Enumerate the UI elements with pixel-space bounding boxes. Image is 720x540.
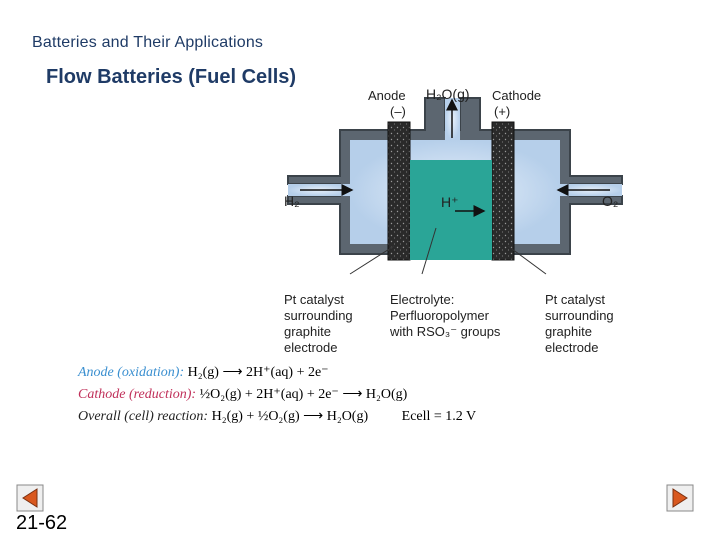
anode-equation: Anode (oxidation): H₂(g) ⟶ 2H⁺(aq) + 2e⁻ [78,364,329,381]
cathode-label: Cathode [492,88,542,103]
anode-tag: Anode (oxidation): [78,365,185,380]
next-slide-button[interactable] [666,484,694,512]
electrolyte-membrane [410,160,492,260]
next-arrow-icon [666,484,694,512]
cathode-tag: Cathode (reduction): [78,387,197,402]
oxygen-inlet-label: O₂ [602,193,619,209]
fuel-cell-diagram [287,97,623,275]
overall-reaction: H₂(g) + ½O₂(g) ⟶ H₂O(g) [211,409,369,424]
hydrogen-inlet-label: H₂ [284,193,300,209]
previous-arrow-icon [16,484,44,512]
slide-number: 21-62 [16,512,68,534]
anode-label: Anode [368,88,406,103]
outlet-label: H₂O(g) [426,86,470,102]
section-title: Flow Batteries (Fuel Cells) [46,66,297,88]
cathode-sign: (+) [494,104,511,119]
cathode-reaction: ½O₂(g) + 2H⁺(aq) + 2e⁻ ⟶ H₂O(g) [199,387,408,402]
overall-tag: Overall (cell) reaction: [78,409,209,424]
cell-potential: Ecell = 1.2 V [401,409,477,424]
cathode-electrode [491,121,515,261]
previous-slide-button[interactable] [16,484,44,512]
chapter-title: Batteries and Their Applications [32,34,264,51]
anode-sign: (–) [390,104,406,119]
proton-label: H⁺ [441,194,459,210]
overall-equation: Overall (cell) reaction: H₂(g) + ½O₂(g) … [78,408,476,425]
anode-electrode [387,121,411,261]
anode-reaction: H₂(g) ⟶ 2H⁺(aq) + 2e⁻ [187,365,329,380]
cathode-equation: Cathode (reduction): ½O₂(g) + 2H⁺(aq) + … [78,386,407,403]
